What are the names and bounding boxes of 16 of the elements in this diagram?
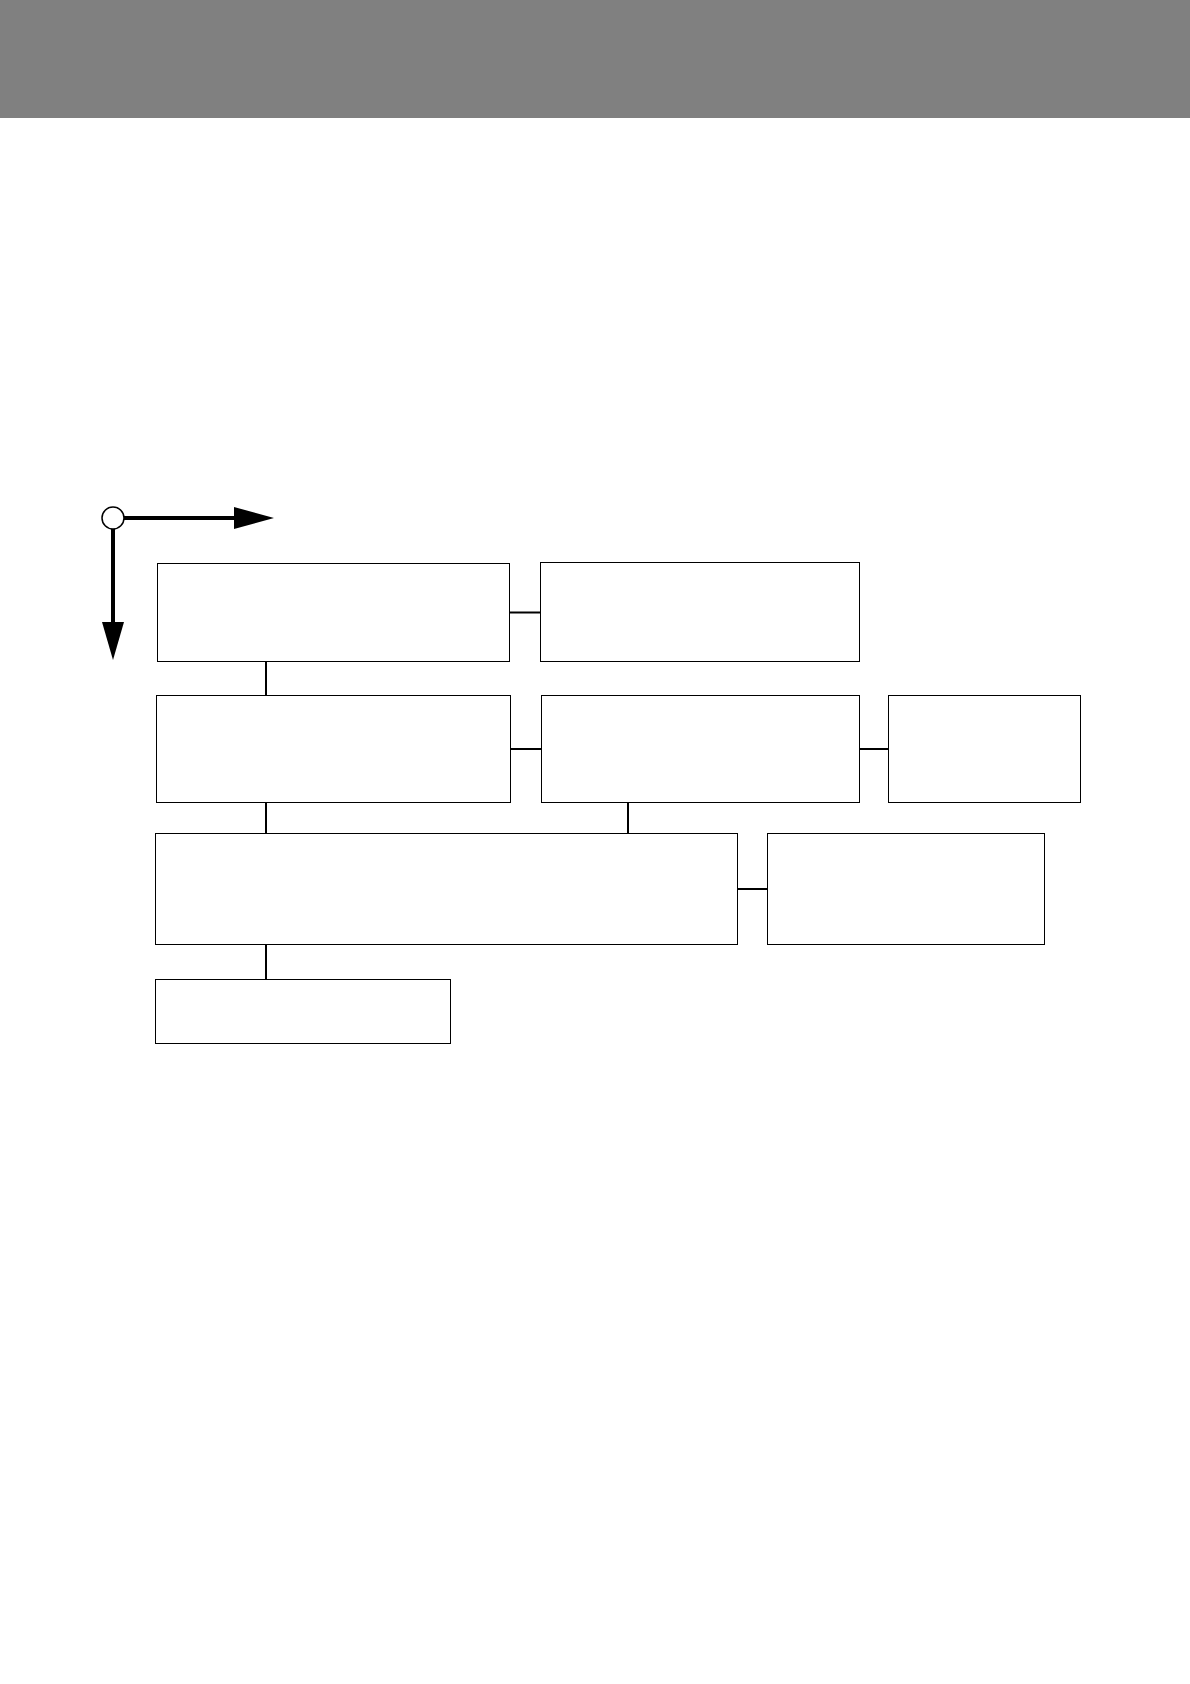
connector-line — [510, 748, 542, 750]
process-box — [155, 833, 738, 945]
process-box — [767, 833, 1045, 945]
connector-line — [265, 802, 267, 834]
connector-line — [737, 888, 768, 890]
process-box — [541, 695, 860, 803]
connector-line — [509, 611, 541, 614]
connector-line — [265, 661, 267, 696]
process-box — [155, 979, 451, 1044]
process-box — [540, 562, 860, 662]
connector-line — [859, 748, 889, 750]
process-box — [156, 695, 511, 803]
connector-line — [627, 802, 629, 834]
connector-line — [265, 944, 267, 980]
process-box — [157, 563, 510, 662]
process-box — [888, 695, 1081, 803]
